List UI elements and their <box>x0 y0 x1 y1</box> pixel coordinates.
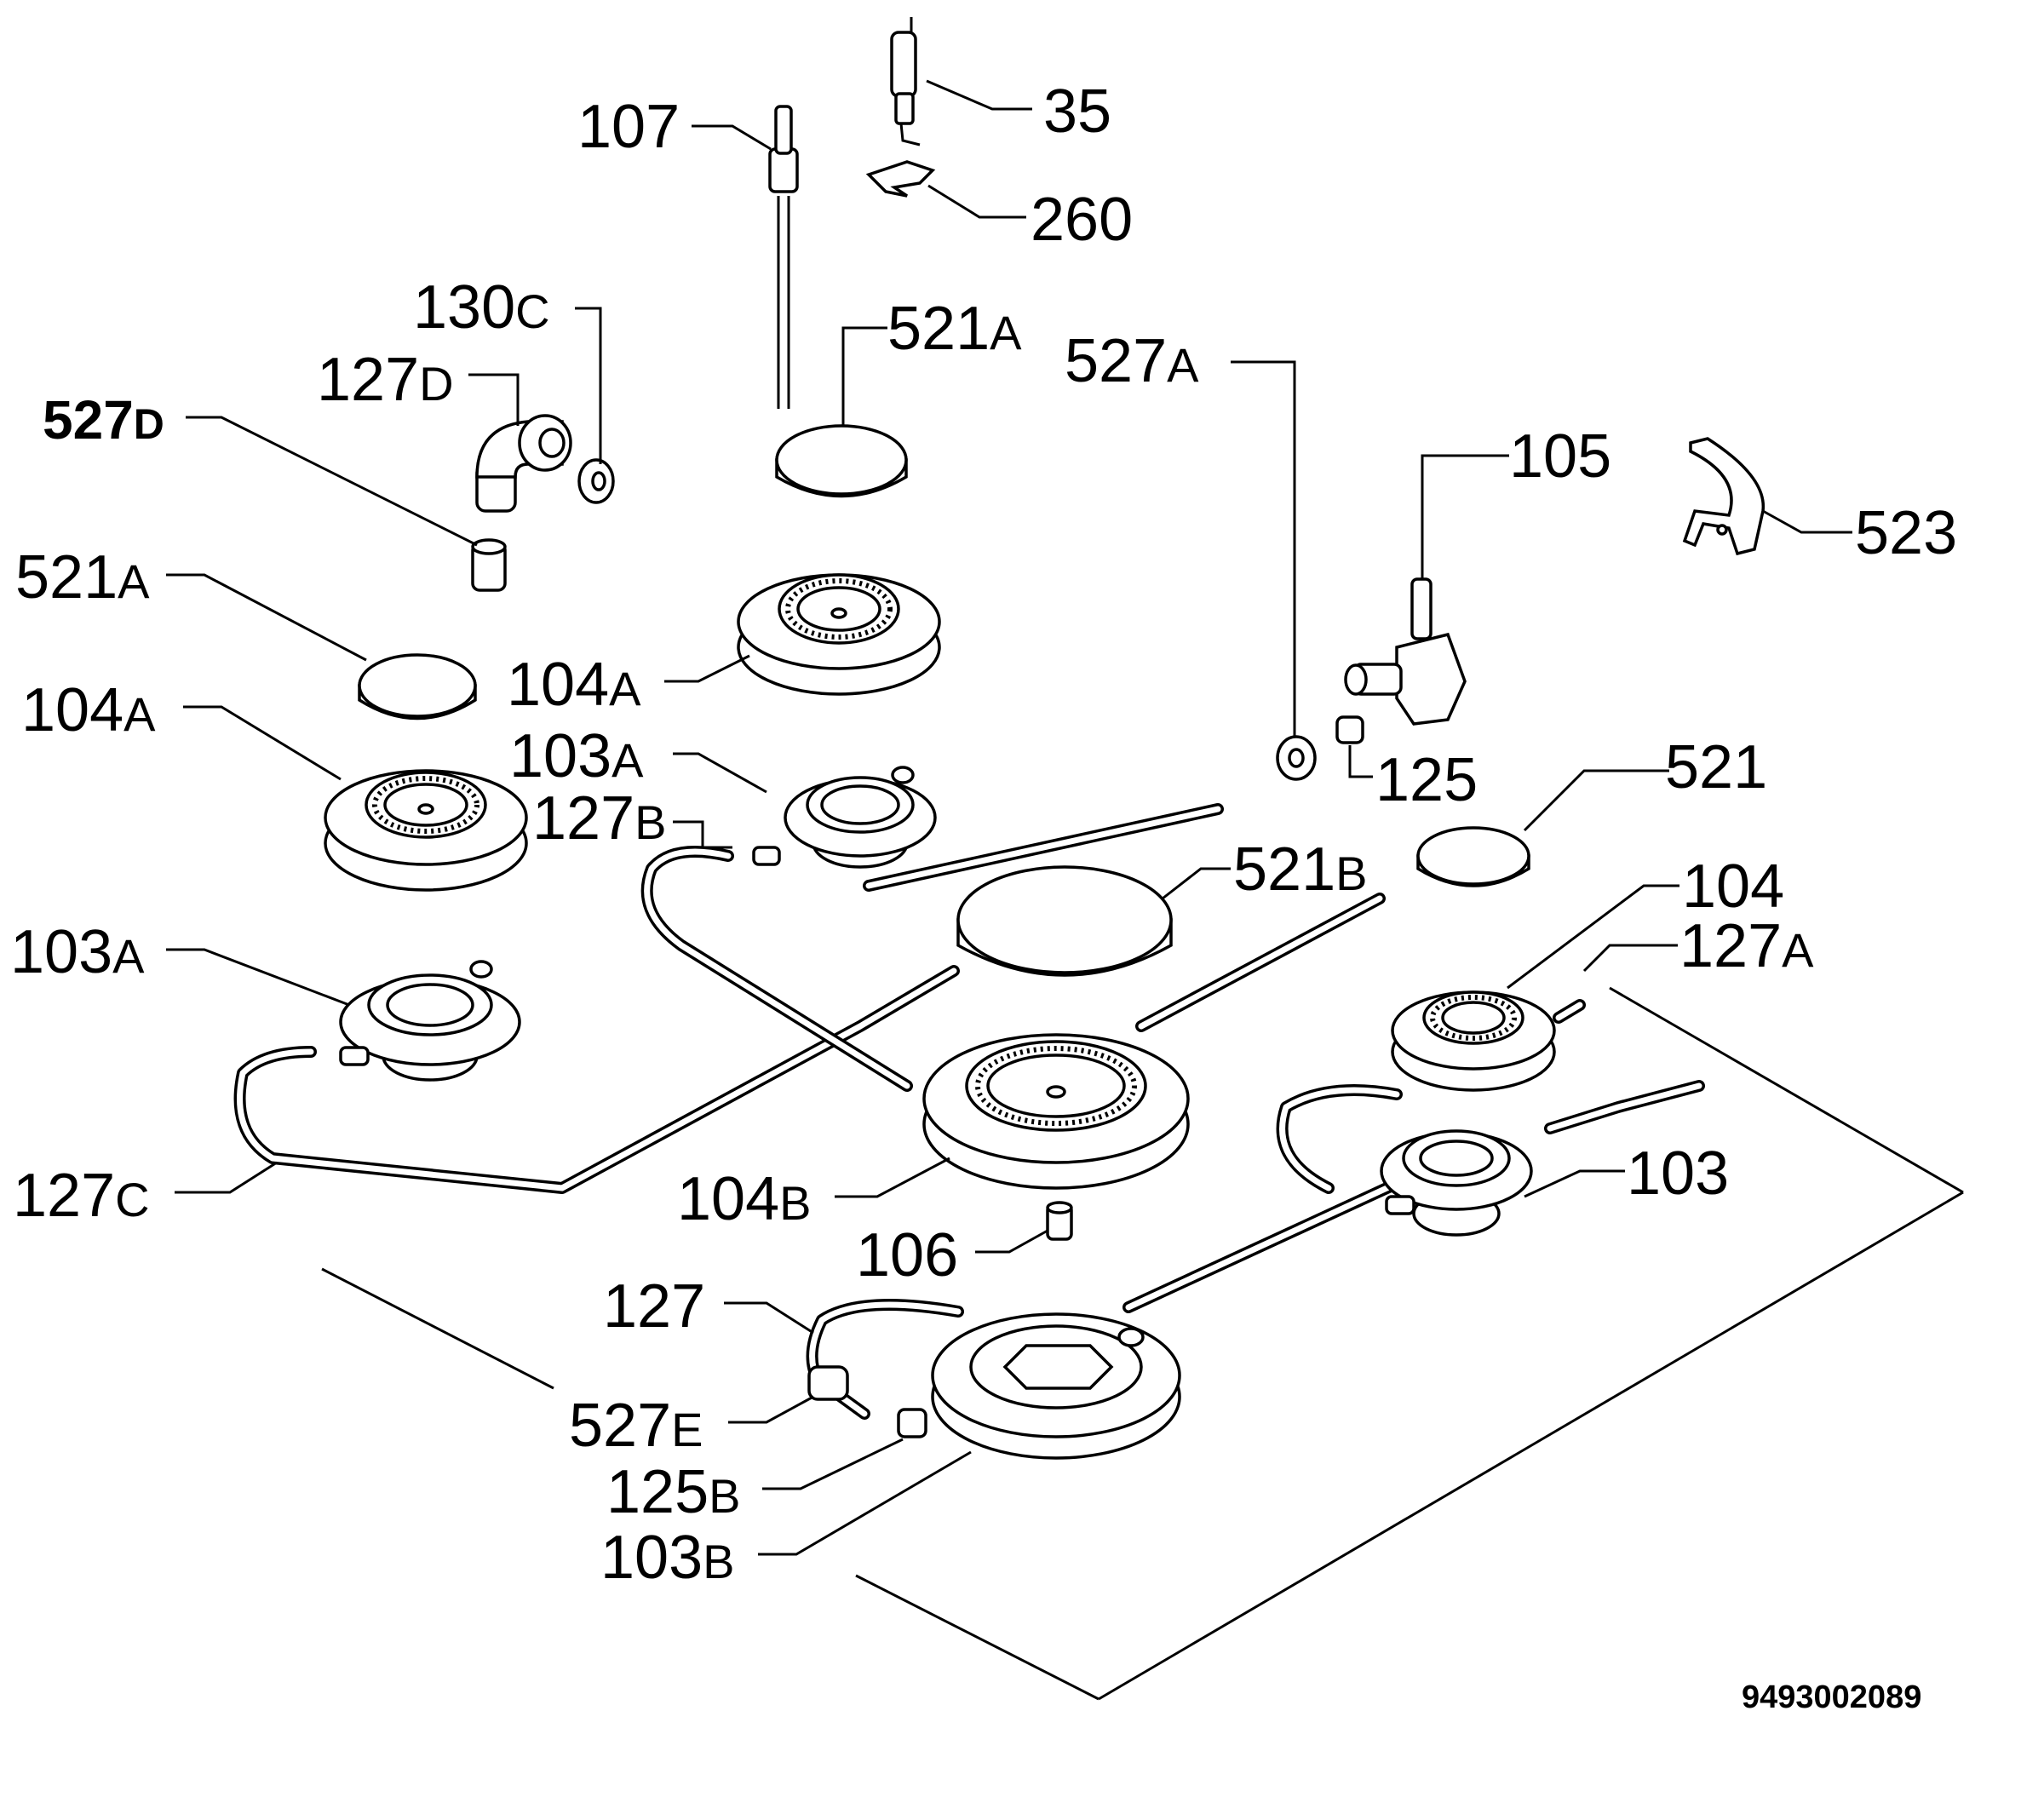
label-127b: 127B <box>532 784 667 853</box>
elbow-127d <box>475 414 572 513</box>
bracket-523 <box>1682 437 1766 556</box>
gas-tap-105 <box>1344 577 1467 726</box>
part-labels: 107 35 260 130C 127D 527D 521A 527A 105 … <box>10 78 1957 1592</box>
label-104a-mid: 104A <box>507 651 641 719</box>
label-104b: 104B <box>677 1165 812 1233</box>
burner-cup-103a-mid <box>752 766 937 869</box>
label-105: 105 <box>1509 422 1611 491</box>
clip-260 <box>865 160 936 198</box>
label-106: 106 <box>856 1221 958 1289</box>
label-103a-left: 103A <box>10 918 145 986</box>
label-521: 521 <box>1665 733 1767 801</box>
label-35: 35 <box>1043 78 1111 146</box>
label-527e: 527E <box>569 1392 703 1460</box>
burner-cap-521b <box>956 865 1173 977</box>
nozzle-125 <box>1335 715 1364 744</box>
label-130c: 130C <box>413 273 550 342</box>
label-125: 125 <box>1375 746 1478 814</box>
label-127c: 127C <box>13 1162 150 1230</box>
document-number: 9493002089 <box>1742 1679 1921 1715</box>
hob-outline <box>321 986 1964 1701</box>
nozzle-527e <box>807 1365 849 1401</box>
label-521b: 521B <box>1233 835 1368 904</box>
burner-cap-521a-top <box>775 424 908 498</box>
burner-cap-521 <box>1416 826 1530 887</box>
gas-tube-127a <box>1276 999 1705 1194</box>
gas-tube-127 <box>806 1299 964 1420</box>
ignition-electrode-107 <box>768 105 799 409</box>
gas-tube-127c <box>233 965 960 1194</box>
label-521a-left: 521A <box>15 543 150 611</box>
gas-tube-lower <box>1122 1174 1411 1313</box>
burner-head-104a-mid <box>737 573 941 696</box>
burner-cup-103 <box>1380 1129 1533 1237</box>
burner-head-104 <box>1391 990 1556 1092</box>
nozzle-527a <box>1276 735 1317 781</box>
label-521a-top: 521A <box>887 295 1022 363</box>
thermocouple-35 <box>890 17 921 146</box>
label-107: 107 <box>577 93 680 161</box>
label-103: 103 <box>1627 1140 1729 1208</box>
burner-head-104b <box>922 1033 1190 1190</box>
burner-cup-103b <box>931 1312 1181 1460</box>
label-127: 127 <box>603 1272 705 1341</box>
nozzle-527d <box>471 538 507 592</box>
burner-cap-521a-left <box>358 653 477 721</box>
label-260: 260 <box>1031 186 1133 254</box>
injector-125b <box>897 1408 927 1438</box>
gas-tube-127b <box>640 846 913 1092</box>
label-527a: 527A <box>1065 327 1199 395</box>
label-104a-left: 104A <box>21 676 156 744</box>
burner-head-104a-left <box>324 769 528 892</box>
label-103a-mid: 103A <box>509 722 644 790</box>
leader-lines <box>166 79 1852 1556</box>
burner-cup-103a-left <box>339 960 521 1082</box>
label-127a: 127A <box>1679 912 1814 980</box>
injector-106 <box>1046 1201 1073 1241</box>
label-125b: 125B <box>606 1458 741 1526</box>
label-127d: 127D <box>317 346 454 414</box>
label-527d: 527D <box>43 389 164 451</box>
label-104: 104 <box>1682 853 1784 921</box>
label-523: 523 <box>1855 499 1957 567</box>
label-103b: 103B <box>600 1524 735 1592</box>
gas-tube-top-right <box>863 803 1386 1032</box>
washer-130c <box>577 458 615 504</box>
